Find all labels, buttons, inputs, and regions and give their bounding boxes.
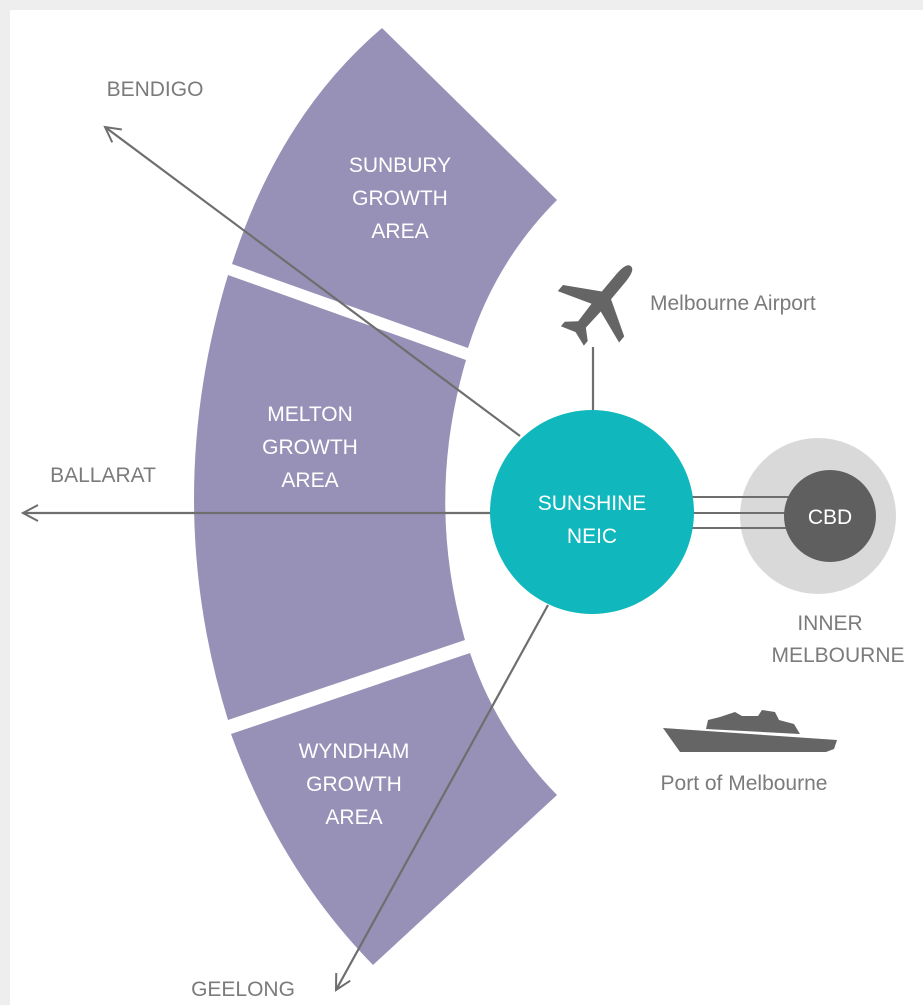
svg-text:WYNDHAM: WYNDHAM: [299, 740, 410, 763]
cbd-node: [784, 470, 876, 562]
melton-growth-area-label: MELTON GROWTH AREA: [262, 403, 358, 492]
melton-growth-area: [194, 275, 466, 720]
svg-text:MELBOURNE: MELBOURNE: [771, 644, 904, 667]
sunshine-neic-node: [490, 410, 694, 614]
svg-text:NEIC: NEIC: [567, 525, 617, 548]
sunbury-growth-area-label: SUNBURY GROWTH AREA: [349, 154, 451, 243]
sunbury-growth-area: [232, 28, 557, 348]
bendigo-label: BENDIGO: [107, 78, 204, 101]
inner-melbourne-label: INNER MELBOURNE: [771, 612, 904, 667]
wyndham-growth-area-label: WYNDHAM GROWTH AREA: [299, 740, 410, 829]
svg-text:MELTON: MELTON: [267, 403, 353, 426]
svg-text:AREA: AREA: [325, 806, 382, 829]
port-of-melbourne-label: Port of Melbourne: [661, 772, 828, 795]
svg-text:INNER: INNER: [797, 612, 862, 635]
svg-text:SUNSHINE: SUNSHINE: [538, 492, 647, 515]
ship-icon: [663, 710, 837, 752]
svg-text:AREA: AREA: [371, 220, 428, 243]
bendigo-arrow: [105, 127, 521, 437]
svg-text:GROWTH: GROWTH: [262, 436, 358, 459]
cbd-label: CBD: [808, 506, 852, 529]
geelong-arrow: [336, 604, 549, 990]
sunshine-neic-label: SUNSHINE NEIC: [538, 492, 647, 548]
wyndham-growth-area: [231, 653, 557, 965]
svg-text:AREA: AREA: [281, 469, 338, 492]
melbourne-airport-label: Melbourne Airport: [650, 292, 816, 315]
ballarat-label: BALLARAT: [50, 464, 156, 487]
hub-to-cbd-links: [692, 496, 800, 529]
svg-text:GROWTH: GROWTH: [352, 187, 448, 210]
airplane-icon: [557, 265, 633, 346]
svg-text:GROWTH: GROWTH: [306, 773, 402, 796]
geelong-label: GEELONG: [191, 978, 295, 1001]
svg-text:SUNBURY: SUNBURY: [349, 154, 451, 177]
